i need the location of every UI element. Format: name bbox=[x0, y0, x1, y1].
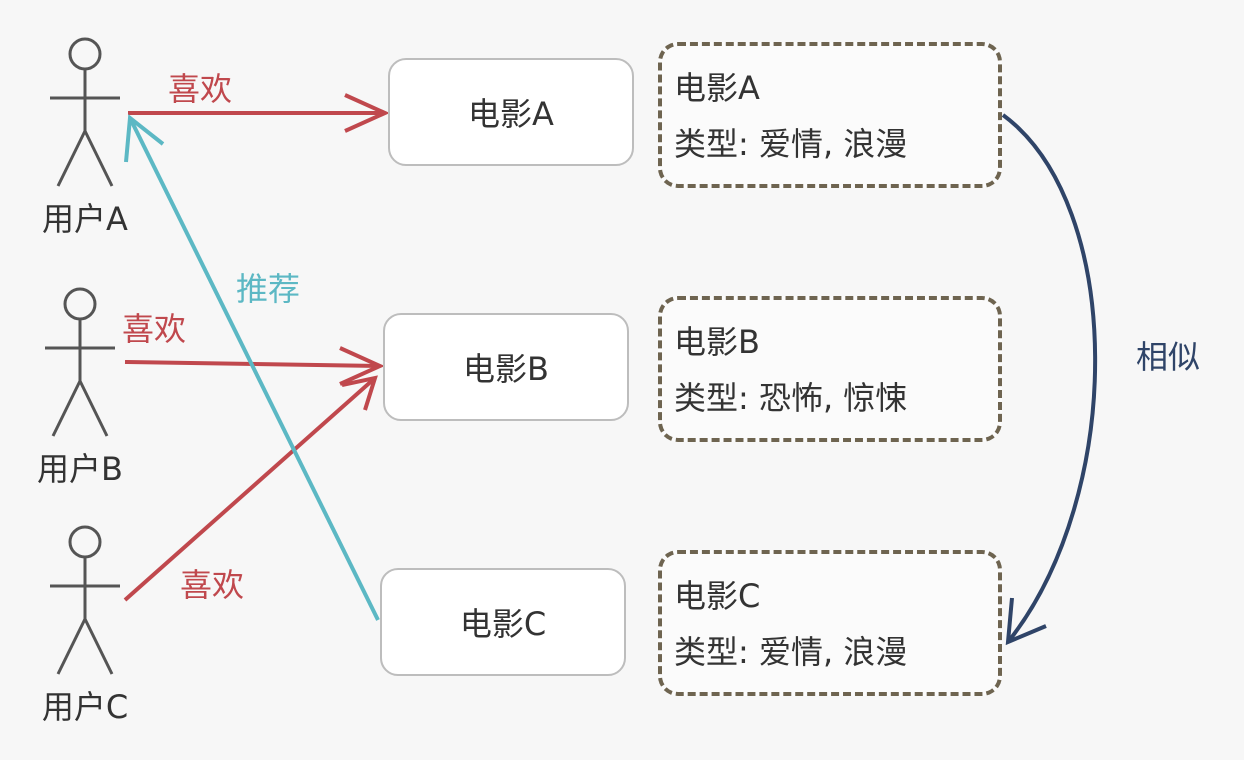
user-c: 用户C bbox=[30, 524, 140, 728]
stick-figure-icon bbox=[45, 287, 115, 437]
similar-arrowhead-card-c bbox=[1005, 597, 1047, 646]
movie-b-card-title: 电影B bbox=[674, 323, 760, 361]
movie-b-card-type: 类型: 恐怖, 惊悚 bbox=[674, 379, 908, 417]
stick-figure-icon bbox=[50, 525, 120, 675]
recommend-label: 推荐 bbox=[236, 270, 301, 308]
movie-c-box: 电影C bbox=[380, 568, 626, 676]
user-b: 用户B bbox=[25, 286, 135, 490]
user-a-label: 用户A bbox=[42, 200, 128, 238]
like-arrow-user-c-movie-b bbox=[123, 376, 377, 602]
movie-c-info-card: 电影C 类型: 爱情, 浪漫 bbox=[658, 550, 1002, 696]
like-label-user-b: 喜欢 bbox=[122, 310, 187, 348]
movie-c-card-type: 类型: 爱情, 浪漫 bbox=[674, 633, 908, 671]
like-arrowhead-movie-b bbox=[339, 346, 385, 386]
like-label-user-c: 喜欢 bbox=[180, 566, 245, 604]
recommend-arrow-movie-c-user-a bbox=[128, 117, 380, 621]
user-a: 用户A bbox=[30, 36, 140, 240]
like-label-user-a: 喜欢 bbox=[168, 70, 233, 108]
stick-figure-icon bbox=[50, 37, 120, 187]
movie-a-box: 电影A bbox=[388, 58, 634, 166]
user-b-label: 用户B bbox=[37, 450, 123, 488]
like-arrowhead-user-c-movie-b bbox=[341, 375, 378, 411]
recommend-arrowhead-user-a bbox=[124, 114, 165, 163]
user-c-label: 用户C bbox=[41, 688, 129, 726]
movie-c-card-title: 电影C bbox=[674, 577, 761, 615]
movie-b-info-card: 电影B 类型: 恐怖, 惊悚 bbox=[658, 296, 1002, 442]
movie-a-card-type: 类型: 爱情, 浪漫 bbox=[674, 125, 908, 163]
similar-label: 相似 bbox=[1136, 338, 1201, 376]
movie-a-card-title: 电影A bbox=[674, 69, 760, 107]
movie-a-info-card: 电影A 类型: 爱情, 浪漫 bbox=[658, 42, 1002, 188]
similar-arrow-card-a-card-c bbox=[1001, 113, 1098, 644]
movie-b-box: 电影B bbox=[383, 313, 629, 421]
like-arrowhead-movie-a bbox=[344, 93, 390, 133]
